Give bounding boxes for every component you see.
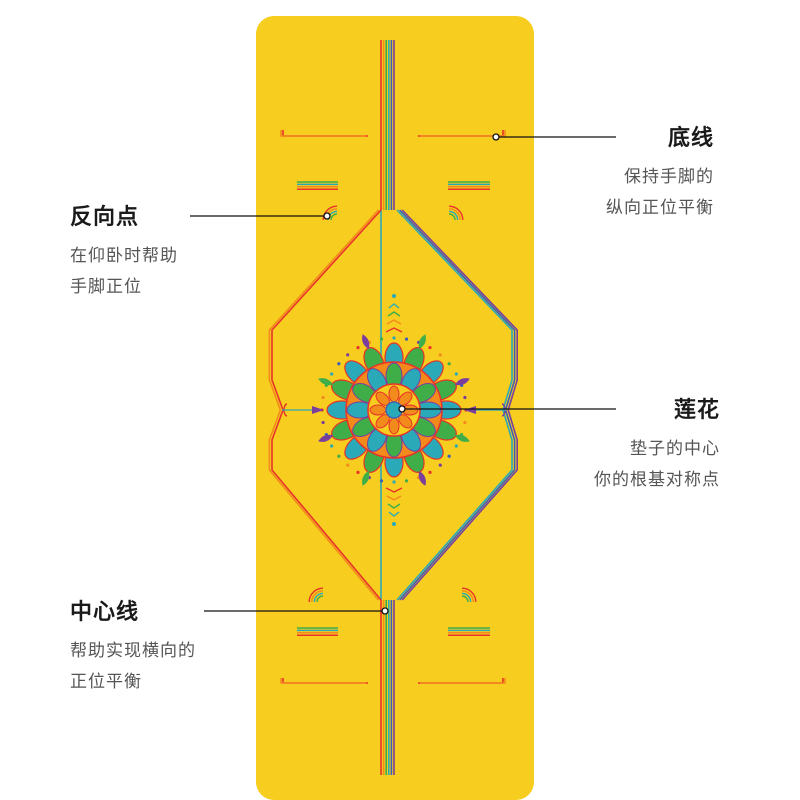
- callout-center-line: 中心线 帮助实现横向的 正位平衡: [70, 594, 196, 698]
- alignment-lines: [268, 40, 518, 775]
- mandala-dot: [337, 454, 341, 458]
- mandala-dot: [330, 444, 334, 448]
- mandala-chevron: [387, 503, 401, 509]
- leader-dot-reverse-point: [323, 212, 331, 220]
- mandala-chevron: [385, 327, 403, 333]
- leader-dot-lotus: [398, 405, 406, 413]
- mandala-dot: [346, 353, 350, 357]
- mandala-inner-petal: [369, 404, 387, 416]
- desc-line: 正位平衡: [70, 672, 142, 692]
- mandala-chevron: [386, 495, 402, 501]
- mandala-inner-petal: [388, 385, 400, 403]
- callout-reverse-point: 反向点 在仰卧时帮助 手脚正位: [70, 199, 178, 303]
- mandala-dot: [428, 470, 432, 474]
- reverse-point-arc-bottom-right: [461, 595, 469, 603]
- leader-lines: [190, 133, 616, 615]
- mandala-leaf: [318, 378, 334, 386]
- mandala-dot: [428, 346, 432, 350]
- callout-title: 底线: [667, 126, 714, 151]
- mandala-leaf: [418, 470, 426, 486]
- mandala-dot: [379, 337, 384, 341]
- reverse-point-arc-top-left: [330, 213, 338, 221]
- mandala-dot: [447, 454, 451, 458]
- desc-line: 你的根基对称点: [594, 470, 720, 490]
- mandala-side-arrow: [464, 406, 476, 414]
- mandala-side-arrow: [312, 406, 324, 414]
- mandala-dot: [330, 372, 334, 376]
- callout-lotus: 莲花 垫子的中心 你的根基对称点: [594, 392, 720, 496]
- callout-title: 中心线: [70, 600, 140, 625]
- callout-title: 莲花: [673, 398, 720, 423]
- reverse-point-arc-top-left: [322, 205, 338, 221]
- reverse-point-arc-bottom-left: [308, 587, 324, 603]
- mandala-dot: [463, 420, 467, 425]
- bottom-line-top-right: [420, 130, 506, 137]
- leader-dot-center-line: [381, 607, 389, 615]
- mandala-dot: [356, 470, 360, 474]
- reverse-point-arc-bottom-right: [461, 590, 474, 603]
- callout-desc: 在仰卧时帮助 手脚正位: [70, 241, 178, 303]
- callout-desc: 垫子的中心 你的根基对称点: [594, 434, 720, 496]
- desc-line: 手脚正位: [70, 277, 142, 297]
- desc-line: 保持手脚的: [624, 167, 714, 187]
- reverse-point-arc-top-right: [448, 208, 461, 221]
- reverse-point-arc-bottom-left: [311, 590, 324, 603]
- mandala-dot: [379, 479, 384, 483]
- bottom-line-bottom-right: [420, 678, 506, 684]
- callout-desc: 帮助实现横向的 正位平衡: [70, 636, 196, 698]
- mandala-dot: [346, 463, 350, 467]
- mandala-dot: [454, 444, 458, 448]
- mandala-leaf: [318, 434, 334, 442]
- mandala-chevron: [387, 311, 401, 317]
- mandala-leaf: [362, 334, 370, 350]
- mandala-dot: [392, 336, 396, 340]
- bottom-line-top-left: [280, 130, 366, 137]
- mandala-dot: [321, 420, 325, 425]
- mandala-dot: [404, 337, 409, 341]
- mandala-dot: [404, 479, 409, 483]
- mandala-dot: [356, 346, 360, 350]
- reverse-point-arc-bottom-left: [313, 592, 324, 603]
- reverse-point-arc-bottom-left: [316, 595, 324, 603]
- mandala-inner-petal: [388, 417, 400, 435]
- reverse-point-arc-top-right: [448, 205, 464, 221]
- mandala-axis-dot: [392, 294, 396, 298]
- desc-line: 在仰卧时帮助: [70, 246, 178, 266]
- leader-dot-bottom-line: [492, 133, 500, 141]
- mandala-dot: [463, 395, 467, 400]
- mandala-leaf: [454, 434, 470, 442]
- mandala-chevron: [388, 303, 400, 309]
- mandala-chevron: [388, 511, 400, 517]
- right-contour: [401, 209, 518, 601]
- callout-bottom-line: 底线 保持手脚的 纵向正位平衡: [606, 120, 714, 224]
- desc-line: 垫子的中心: [630, 439, 720, 459]
- reverse-point-arc-bottom-right: [461, 592, 472, 603]
- reverse-point-arc-top-right: [448, 213, 456, 221]
- mandala-dot: [392, 480, 396, 484]
- bottom-line-bottom-left: [280, 678, 366, 684]
- callout-desc: 保持手脚的 纵向正位平衡: [606, 162, 714, 224]
- mandala-dot: [337, 362, 341, 366]
- reverse-point-arc-top-right: [448, 210, 459, 221]
- mandala-dot: [454, 372, 458, 376]
- callout-title: 反向点: [70, 205, 140, 230]
- mandala-axis-dot: [392, 522, 396, 526]
- mandala-dot: [321, 395, 325, 400]
- desc-line: 帮助实现横向的: [70, 641, 196, 661]
- left-contour: [268, 209, 380, 601]
- mandala-leaf: [454, 378, 470, 386]
- mandala-chevron: [386, 319, 402, 325]
- mandala-leaf: [362, 470, 370, 486]
- mandala-chevron: [385, 487, 403, 493]
- mandala-dot: [438, 353, 442, 357]
- reverse-point-arc-bottom-right: [461, 587, 477, 603]
- desc-line: 纵向正位平衡: [606, 198, 714, 218]
- mandala-leaf: [418, 334, 426, 350]
- mandala-dot: [438, 463, 442, 467]
- mandala-dot: [447, 362, 451, 366]
